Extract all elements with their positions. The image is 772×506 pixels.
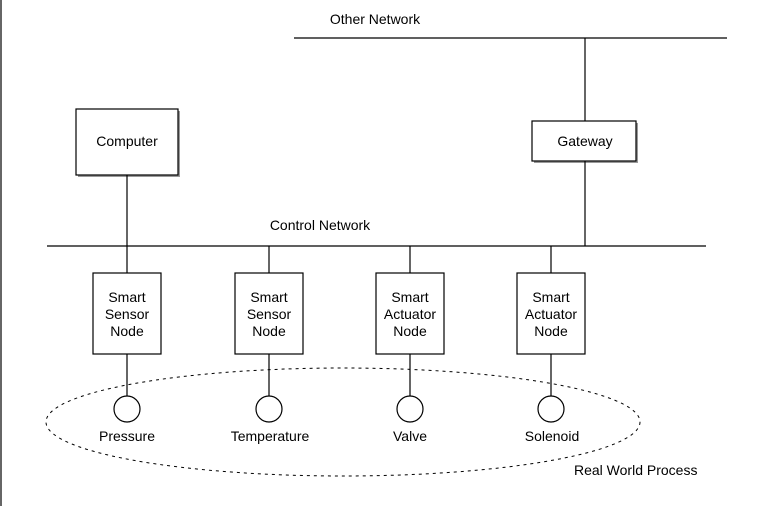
node-4-box — [516, 272, 586, 355]
node-2-line-3: Node — [252, 323, 286, 339]
computer-box — [75, 108, 179, 176]
node-1-box — [92, 272, 162, 355]
node-4-line-1: Smart — [532, 289, 569, 305]
solenoid-device-icon — [537, 395, 565, 423]
other-network-label: Other Network — [330, 11, 421, 27]
node-4-device-label: Solenoid — [525, 428, 580, 444]
node-3-line-3: Node — [393, 323, 427, 339]
node-1: Smart Sensor Node Pressure — [92, 246, 162, 444]
node-2-box — [234, 272, 304, 355]
node-3-line-2: Actuator — [384, 306, 436, 322]
gateway-box — [531, 120, 637, 162]
node-3-box — [375, 272, 445, 355]
control-network-label: Control Network — [270, 217, 371, 233]
gateway-label: Gateway — [557, 133, 612, 149]
node-2: Smart Sensor Node Temperature — [231, 246, 310, 444]
valve-device-icon — [396, 395, 424, 423]
node-1-line-3: Node — [110, 323, 144, 339]
real-world-process-label: Real World Process — [574, 462, 697, 478]
node-2-line-1: Smart — [250, 289, 287, 305]
pressure-device-icon — [113, 395, 141, 423]
node-4: Smart Actuator Node Solenoid — [516, 246, 586, 444]
node-4-line-3: Node — [534, 323, 568, 339]
node-4-line-2: Actuator — [525, 306, 577, 322]
node-3-line-1: Smart — [391, 289, 428, 305]
real-world-process-boundary — [45, 367, 641, 477]
computer-label: Computer — [96, 133, 158, 149]
node-1-line-2: Sensor — [105, 306, 150, 322]
node-1-line-1: Smart — [108, 289, 145, 305]
temperature-device-icon — [255, 395, 283, 423]
node-3: Smart Actuator Node Valve — [375, 246, 445, 444]
node-2-line-2: Sensor — [247, 306, 292, 322]
node-1-device-label: Pressure — [99, 428, 155, 444]
node-2-device-label: Temperature — [231, 428, 310, 444]
node-3-device-label: Valve — [393, 428, 427, 444]
